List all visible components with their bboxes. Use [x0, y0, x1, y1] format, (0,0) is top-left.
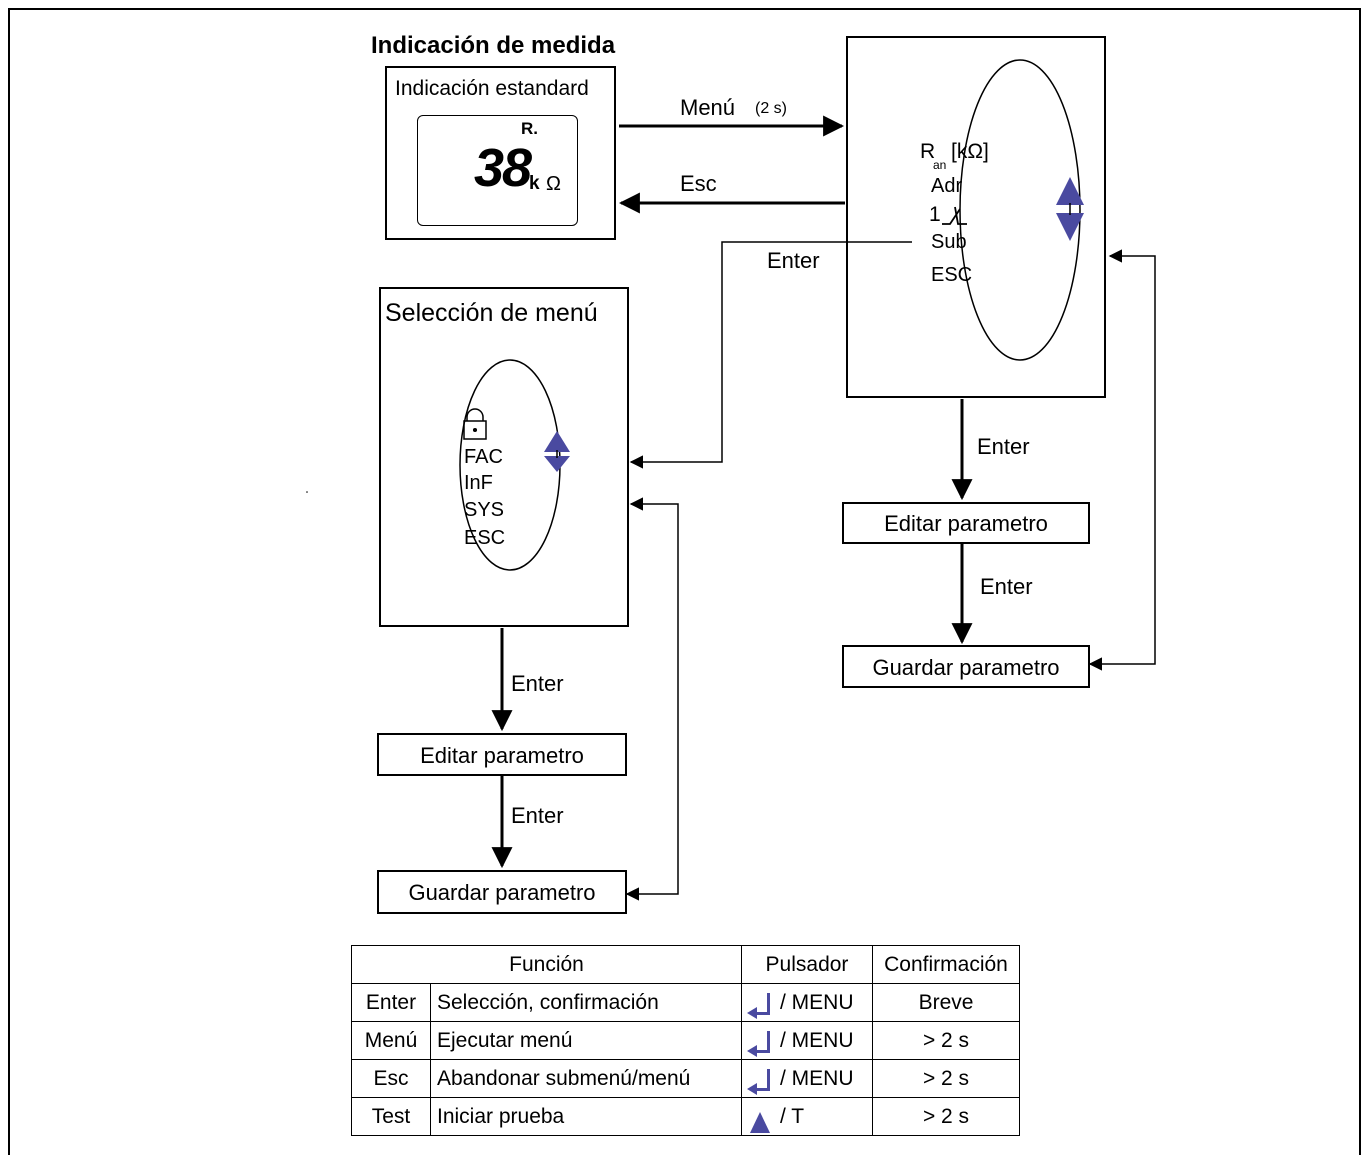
left-edit-parameter-label: Editar parametro: [420, 743, 584, 768]
selection-menu-item-fac: FAC: [464, 446, 503, 468]
table-cell-button-label: / T: [780, 1104, 805, 1128]
table-cell-key: Test: [351, 1097, 431, 1136]
up-down-arrows-icon-right: [1056, 177, 1084, 241]
left-save-parameter-label: Guardar parametro: [408, 880, 596, 905]
right-enter-label-1: Enter: [977, 434, 1030, 459]
table-header-function: Función: [351, 945, 742, 984]
table-row: Test Iniciar prueba / T > 2 s: [351, 1097, 1020, 1136]
table-cell-desc: Abandonar submenú/menú: [430, 1059, 742, 1098]
table-cell-key: Esc: [351, 1059, 431, 1098]
esc-arrow-label: Esc: [680, 171, 717, 196]
menu-arrow-label: Menú: [680, 95, 736, 120]
lcd-unit-ohm: Ω: [546, 173, 561, 195]
right-menu-item-unit: [kΩ]: [951, 140, 989, 163]
table-cell-confirm: > 2 s: [872, 1021, 1020, 1060]
table-cell-key: Menú: [351, 1021, 431, 1060]
table-cell-button: / MENU: [741, 1021, 873, 1060]
right-menu-item-adr: Adr: [931, 175, 963, 197]
right-save-parameter-box: Guardar parametro: [842, 645, 1090, 688]
lcd-display: R. 38 k Ω: [417, 115, 578, 226]
table-cell-desc: Iniciar prueba: [430, 1097, 742, 1136]
selection-menu-box: [379, 287, 629, 627]
standard-indication-title: Indicación estandard: [395, 77, 589, 100]
table-cell-button-label: / MENU: [780, 990, 854, 1014]
left-enter-label-2: Enter: [511, 803, 564, 828]
diagram-heading: Indicación de medida: [371, 32, 616, 59]
right-save-parameter-label: Guardar parametro: [872, 655, 1060, 680]
table-cell-button: / MENU: [741, 983, 873, 1022]
left-return-arrow: [625, 497, 679, 901]
selection-menu-title: Selección de menú: [385, 299, 598, 327]
right-edit-parameter-box: Editar parametro: [842, 502, 1090, 544]
right-return-arrow: [1088, 249, 1156, 671]
table-row: Menú Ejecutar menú / MENU > 2 s: [351, 1021, 1020, 1060]
right-menu-item-1: 1: [929, 203, 941, 226]
page-frame: [8, 8, 1361, 1155]
table-cell-confirm: Breve: [872, 983, 1020, 1022]
table-cell-key: Enter: [351, 983, 431, 1022]
lcd-digits: 38: [474, 138, 532, 198]
right-menu-loop: [959, 59, 1081, 361]
switch-symbol-icon: [942, 206, 967, 225]
table-cell-button: / T: [741, 1097, 873, 1136]
lcd-label: R.: [521, 119, 538, 138]
lcd-unit-k: k: [529, 173, 540, 194]
selection-menu-item-sys: SYS: [464, 499, 505, 521]
right-menu-item-esc: ESC: [931, 264, 973, 286]
right-menu-item-sub: Sub: [931, 231, 967, 253]
lock-icon: [463, 408, 487, 440]
right-enter-label-2: Enter: [980, 574, 1033, 599]
table-row: Esc Abandonar submenú/menú / MENU > 2 s: [351, 1059, 1020, 1098]
selection-menu-item-inf: InF: [464, 472, 493, 494]
table-cell-desc: Selección, confirmación: [430, 983, 742, 1022]
right-edit-parameter-label: Editar parametro: [884, 511, 1048, 536]
table-header-confirmation: Confirmación: [872, 945, 1020, 984]
sub-arrow: [629, 241, 912, 469]
function-table: Función Pulsador Confirmación Enter Sele…: [351, 945, 1020, 1136]
menu-arrow-time: (2 s): [755, 100, 787, 117]
standard-indication-box: Indicación estandard R. 38 k Ω: [385, 66, 616, 240]
table-header-button: Pulsador: [741, 945, 873, 984]
table-row: Enter Selección, confirmación / MENU Bre…: [351, 983, 1020, 1022]
table-cell-confirm: > 2 s: [872, 1097, 1020, 1136]
right-menu-item-r-subscript: an: [933, 158, 947, 172]
table-cell-desc: Ejecutar menú: [430, 1021, 742, 1060]
left-save-parameter-box: Guardar parametro: [377, 870, 627, 914]
table-cell-button-label: / MENU: [780, 1028, 854, 1052]
left-edit-parameter-box: Editar parametro: [377, 733, 627, 776]
selection-menu-item-esc: ESC: [464, 527, 506, 549]
table-cell-button-label: / MENU: [780, 1066, 854, 1090]
left-enter-label-1: Enter: [511, 671, 564, 696]
right-menu-item-r: R: [920, 140, 936, 163]
up-down-arrows-icon-left: [544, 431, 570, 472]
table-cell-button: / MENU: [741, 1059, 873, 1098]
table-cell-confirm: > 2 s: [872, 1059, 1020, 1098]
table-header-row: Función Pulsador Confirmación: [351, 945, 1020, 984]
sub-arrow-label: Enter: [767, 248, 820, 273]
